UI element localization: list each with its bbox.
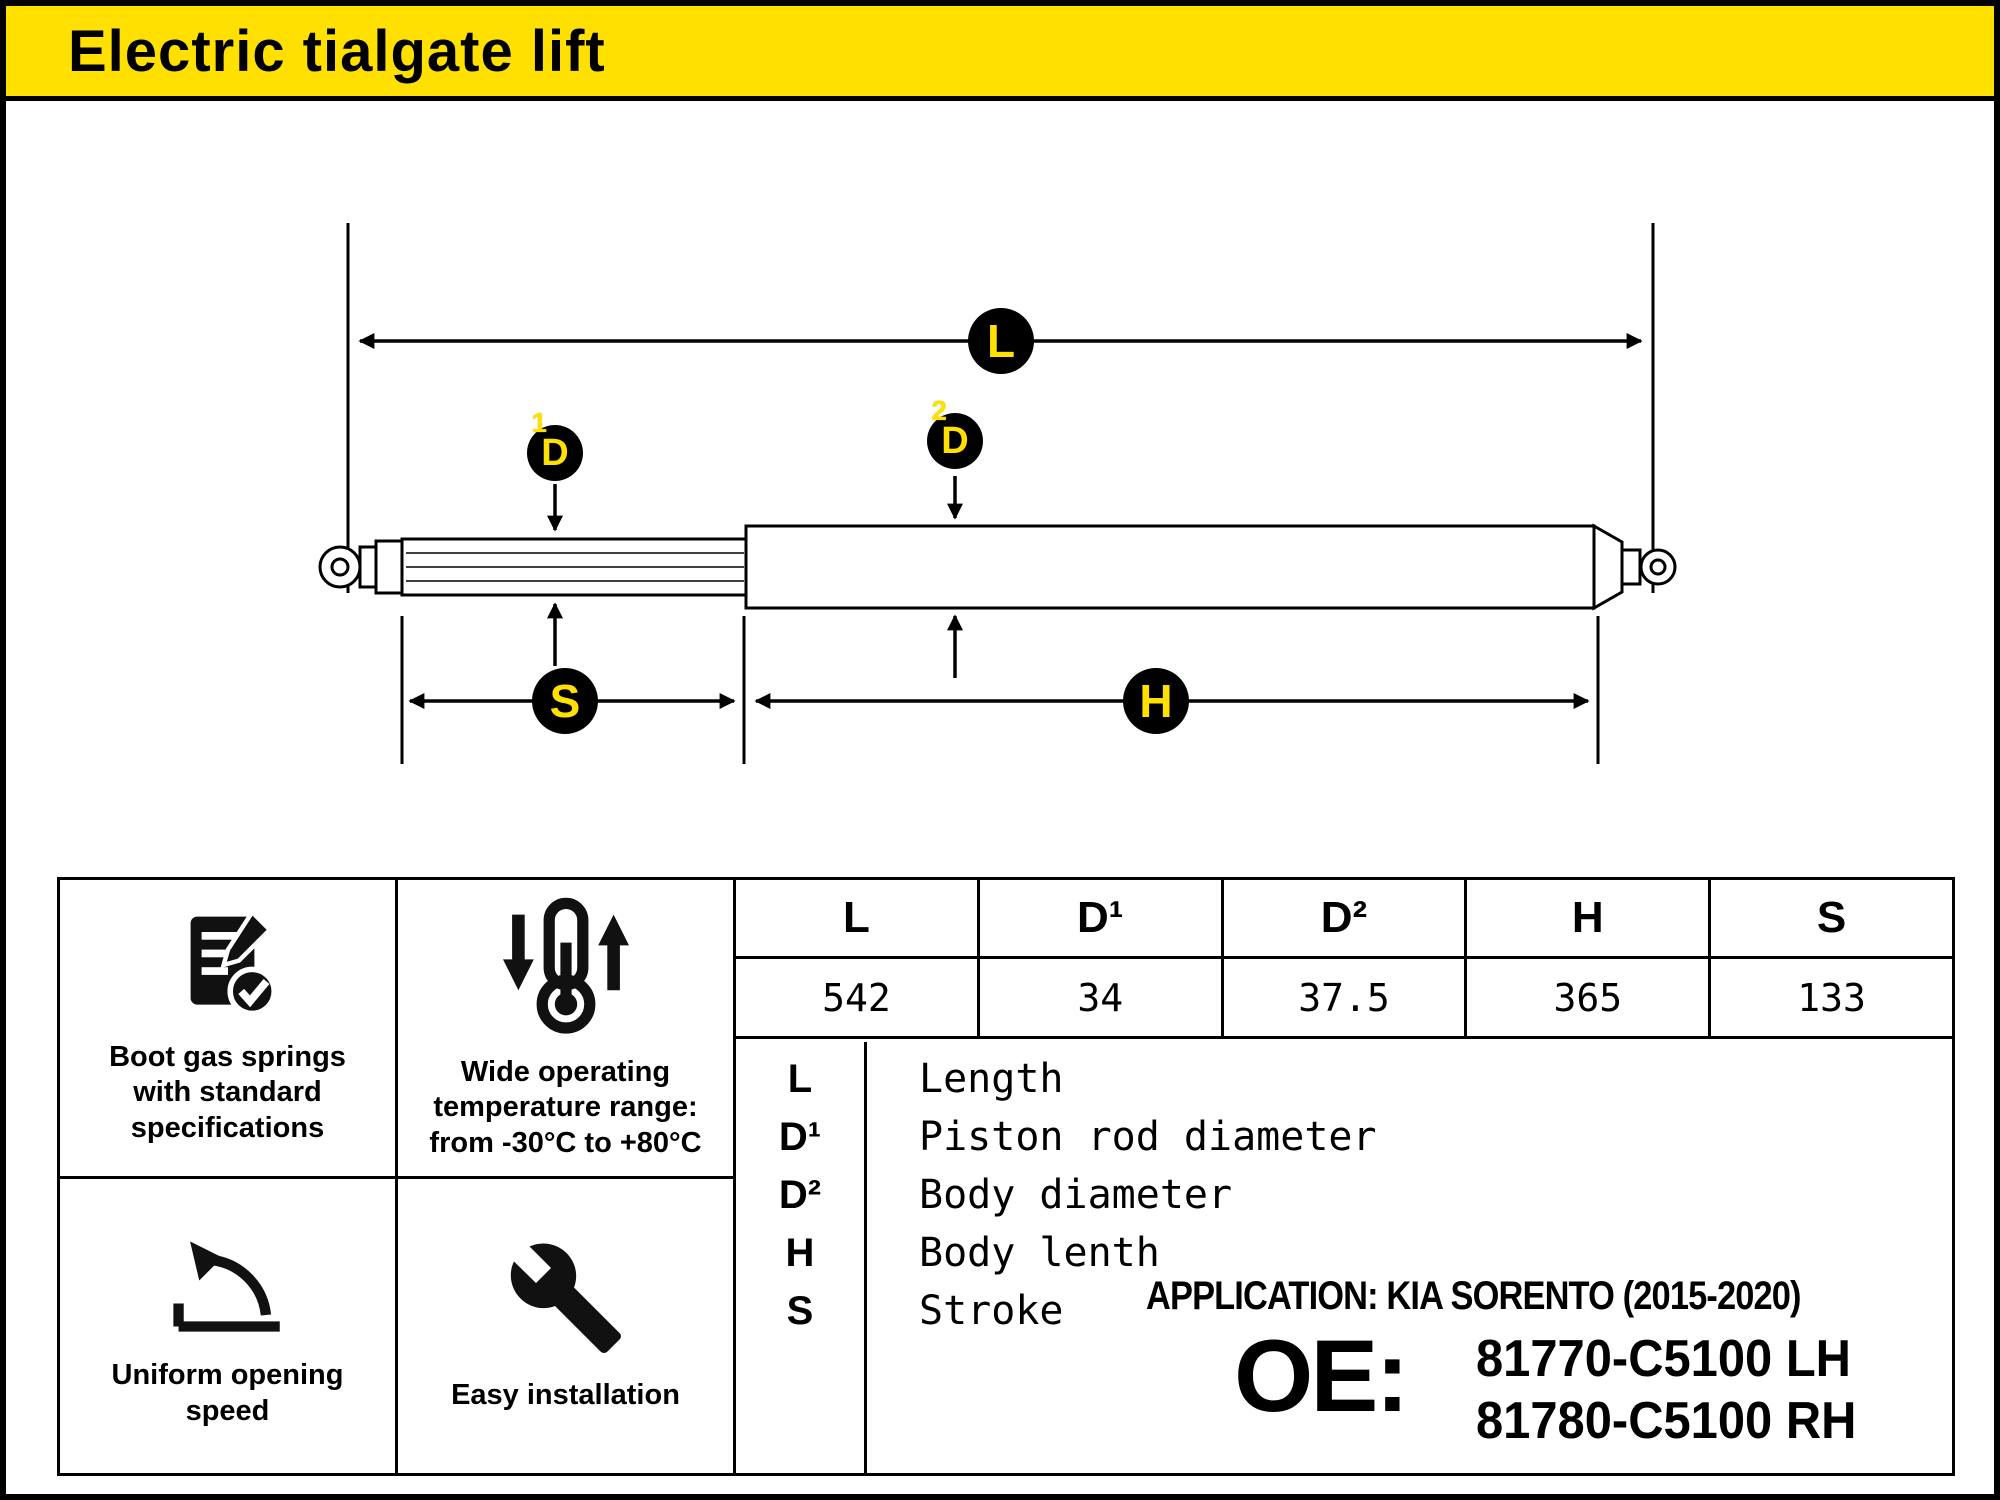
spec-value-cell: 133 — [1708, 959, 1952, 1036]
stroke-badge: S — [532, 668, 598, 734]
feature-cell-gas-springs: Boot gas springs with standard specifica… — [60, 880, 398, 1179]
strut-drawing — [318, 523, 1677, 611]
rod-diameter-superscript: 1 — [531, 407, 547, 438]
spec-header-cell: H — [1464, 880, 1708, 956]
legend-definition: Length — [919, 1056, 1064, 1102]
spec-table: L D¹ D² H S 542 34 37.5 365 133 L Length — [736, 880, 1952, 1473]
legend-definition: Body lenth — [919, 1230, 1160, 1276]
legend-row: H Body lenth — [736, 1224, 1952, 1282]
legend-divider — [864, 1042, 867, 1473]
body-length-badge: H — [1123, 668, 1189, 734]
spec-value-cell: 34 — [976, 959, 1221, 1036]
wrench-icon — [506, 1238, 626, 1358]
document-check-icon — [168, 909, 288, 1020]
spec-header-cell: D² — [1220, 880, 1465, 956]
legend-symbol: L — [787, 1056, 813, 1101]
legend-symbol: D² — [778, 1172, 822, 1217]
spec-value-cell: 542 — [822, 975, 891, 1020]
legend-row: D¹ Piston rod diameter — [736, 1108, 1952, 1166]
legend-symbol: D¹ — [778, 1114, 822, 1159]
opening-angle-icon — [163, 1223, 293, 1338]
spec-header-cell: S — [1708, 880, 1952, 956]
thermometer-range-icon — [481, 895, 651, 1035]
dimension-lines — [358, 333, 1643, 709]
oe-label: OE: — [1234, 1319, 1409, 1433]
spec-panel: Boot gas springs with standard specifica… — [57, 877, 1955, 1476]
feature-cell-easy-install: Easy installation — [398, 1179, 736, 1473]
oe-numbers: 81770-C5100 LH 81780-C5100 RH — [1476, 1328, 1856, 1452]
spec-header-cell: D¹ — [976, 880, 1221, 956]
legend-definition: Body diameter — [919, 1172, 1233, 1218]
legend-definition: Piston rod diameter — [919, 1114, 1377, 1160]
spec-value-cell: 37.5 — [1220, 959, 1465, 1036]
body-tube — [744, 524, 1596, 610]
application-text: APPLICATION: KIA SORENTO (2015-2020) — [1146, 1274, 1802, 1318]
body-diameter-superscript: 2 — [931, 395, 947, 426]
spec-header-cell: L — [842, 893, 870, 942]
oe-number: 81770-C5100 LH — [1476, 1330, 1851, 1388]
legend-symbol: H — [785, 1230, 815, 1275]
header-bar: Electric tialgate lift — [6, 6, 1994, 101]
legend-row: D² Body diameter — [736, 1166, 1952, 1224]
feature-label: Boot gas springs with standard specifica… — [109, 1040, 346, 1144]
spec-value-cell: 365 — [1464, 959, 1708, 1036]
spec-value-row: 542 34 37.5 365 133 — [736, 959, 1952, 1039]
feature-cell-temperature: Wide operating temperature range: from -… — [398, 880, 736, 1179]
feature-label: Easy installation — [451, 1379, 680, 1412]
length-badge: L — [968, 308, 1034, 374]
page-title: Electric tialgate lift — [68, 18, 606, 84]
feature-cell-uniform-speed: Uniform opening speed — [60, 1179, 398, 1473]
extension-lines — [346, 223, 1655, 764]
legend-symbol: S — [786, 1288, 814, 1333]
feature-grid: Boot gas springs with standard specifica… — [60, 880, 736, 1473]
feature-label: Uniform opening speed — [111, 1359, 344, 1427]
legend-row: S Stroke — [736, 1282, 1952, 1340]
legend: L Length D¹ Piston rod diameter D² Body … — [736, 1042, 1952, 1473]
feature-label: Wide operating temperature range: from -… — [429, 1055, 702, 1159]
oe-number: 81780-C5100 RH — [1476, 1392, 1857, 1450]
spec-header-row: L D¹ D² H S — [736, 880, 1952, 959]
legend-row: L Length — [736, 1050, 1952, 1108]
legend-definition: Stroke — [919, 1288, 1064, 1334]
